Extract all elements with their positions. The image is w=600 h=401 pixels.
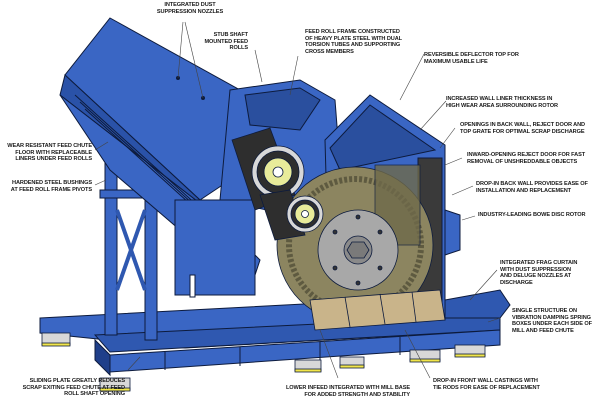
feed-rolls [231,127,324,241]
callout-stub-shaft: STUB SHAFT MOUNTED FEED ROLLS [204,32,248,52]
callout-reject-door: INWARD-OPENING REJECT DOOR FOR FAST REMO… [467,152,586,165]
callout-deflector-top: REVERSIBLE DEFLECTOR TOP FOR MAXIMUM USA… [424,52,519,65]
callout-wall-liner: INCREASED WALL LINER THICKNESS IN HIGH W… [446,96,558,109]
callout-frag-curtain: INTEGRATED FRAG CURTAIN WITH DUST SUPPRE… [500,260,578,286]
callout-front-wall: DROP-IN FRONT WALL CASTINGS WITH TIE ROD… [433,378,540,391]
feed-chute [59,17,261,291]
callout-lower-infeed: LOWER INFEED INTEGRATED WITH MILL BASE F… [285,385,410,398]
callout-dust-nozzles: INTEGRATED DUST SUPPRESSION NOZZLES [156,2,224,15]
callout-single-structure: SINGLE STRUCTURE ON VIBRATION DAMPING SP… [512,308,592,334]
callout-feed-roll-frame: FEED ROLL FRAME CONSTRUCTED OF HEAVY PLA… [305,29,402,55]
callout-chute-floor: WEAR RESISTANT FEED CHUTE FLOOR WITH REP… [7,143,92,163]
callout-sliding-plate: SLIDING PLATE GREATLY REDUCES SCRAP EXIT… [22,378,125,398]
callout-back-wall: DROP-IN BACK WALL PROVIDES EASE OF INSTA… [476,181,588,194]
floor-liners [309,289,446,331]
spring-boxes [41,332,486,392]
callout-disc-rotor: INDUSTRY-LEADING BOWE DISC ROTOR [478,212,586,218]
leader-lines [94,21,501,379]
callout-openings: OPENINGS IN BACK WALL, REJECT DOOR AND T… [460,122,585,135]
callout-bushings: HARDENED STEEL BUSHINGS AT FEED ROLL FRA… [10,180,92,193]
